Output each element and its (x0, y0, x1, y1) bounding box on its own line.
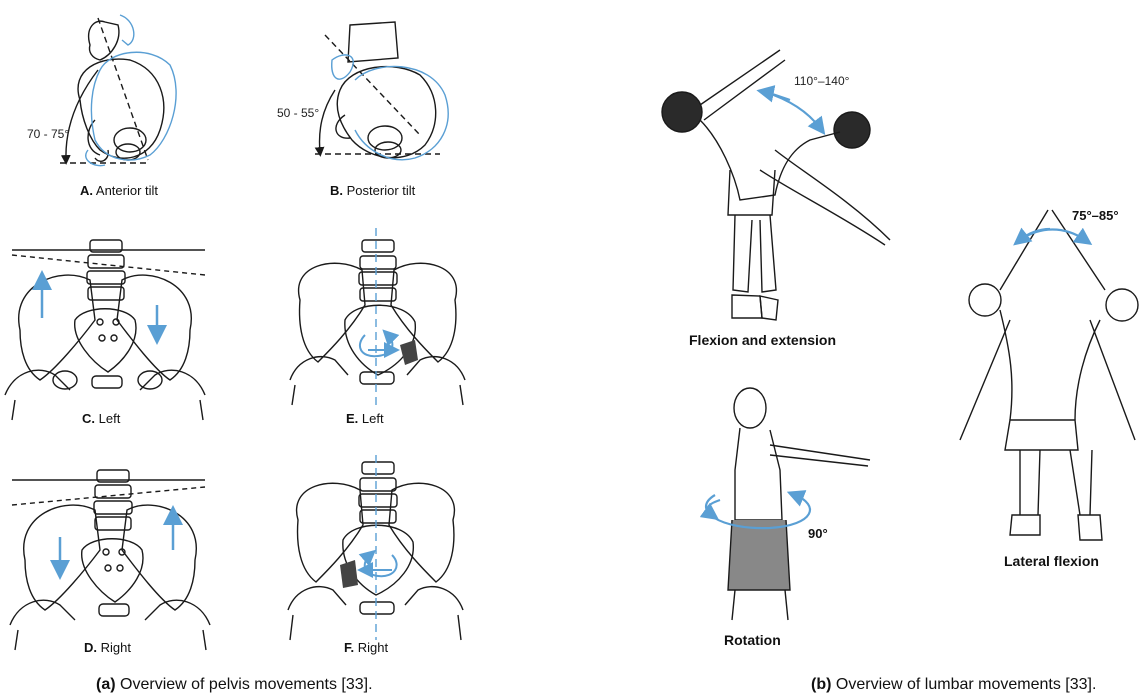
flexion-extension-figure (662, 50, 890, 320)
rotation-figure (728, 388, 870, 620)
pelvis-caption: (a) Overview of pelvis movements [33]. (96, 676, 373, 694)
flexion-extension-label: Flexion and extension (689, 332, 836, 348)
pelvis-left-arrows (42, 280, 157, 335)
panel-f-name: Right (358, 640, 388, 655)
flexion-angle: 110°–140° (794, 74, 849, 88)
rotation-arrow-start (707, 500, 720, 515)
pelvis-left-obliquity-drawing (5, 240, 205, 420)
pelvis-right-rotation-arrow (365, 555, 397, 576)
posterior-tilt-angle: 50 - 55° (277, 106, 319, 120)
panel-e-letter: E. (346, 411, 358, 426)
pelvis-posterior-tilt-overlay (332, 55, 448, 160)
pelvis-right-obliquity-drawing (10, 470, 210, 650)
rotation-label: Rotation (724, 632, 781, 648)
flexion-angle-arrow-back (765, 92, 790, 100)
panel-c-label: C. Left (82, 411, 120, 426)
lateral-flexion-label: Lateral flexion (1004, 553, 1099, 569)
panel-d-letter: D. (84, 640, 97, 655)
anterior-tilt-label: A. Anterior tilt (80, 183, 158, 198)
pelvis-right-arrows (60, 515, 173, 570)
flexion-angle-arrow (765, 92, 820, 128)
lumbar-caption-tag: (b) (811, 676, 831, 693)
lateral-flexion-figure (960, 210, 1138, 540)
panel-f-label: F. Right (344, 640, 388, 655)
pelvis-caption-text: Overview of pelvis movements [33]. (120, 676, 373, 693)
anterior-tilt-angle: 70 - 75° (27, 127, 69, 141)
pelvis-caption-tag: (a) (96, 676, 116, 693)
pelvis-anterior-tilt-overlay (86, 15, 176, 166)
pelvis-posterior-tilt-drawing (315, 22, 440, 158)
rotation-angle: 90° (808, 526, 828, 541)
lumbar-caption: (b) Overview of lumbar movements [33]. (811, 676, 1096, 694)
panel-d-label: D. Right (84, 640, 131, 655)
panel-b-name: Posterior tilt (347, 183, 416, 198)
panel-d-name: Right (101, 640, 131, 655)
panel-c-name: Left (99, 411, 121, 426)
pelvis-left-rotation-drawing (290, 240, 465, 405)
panel-e-label: E. Left (346, 411, 384, 426)
posterior-tilt-label: B. Posterior tilt (330, 183, 415, 198)
panel-a-name: Anterior tilt (96, 183, 158, 198)
lumbar-caption-text: Overview of lumbar movements [33]. (836, 676, 1097, 693)
panel-a-letter: A. (80, 183, 93, 198)
panel-f-letter: F. (344, 640, 354, 655)
panel-b-letter: B. (330, 183, 343, 198)
panel-e-name: Left (362, 411, 384, 426)
pelvis-anterior-tilt-drawing (60, 18, 164, 163)
lateral-flexion-angle: 75°–85° (1072, 208, 1119, 223)
panel-c-letter: C. (82, 411, 95, 426)
